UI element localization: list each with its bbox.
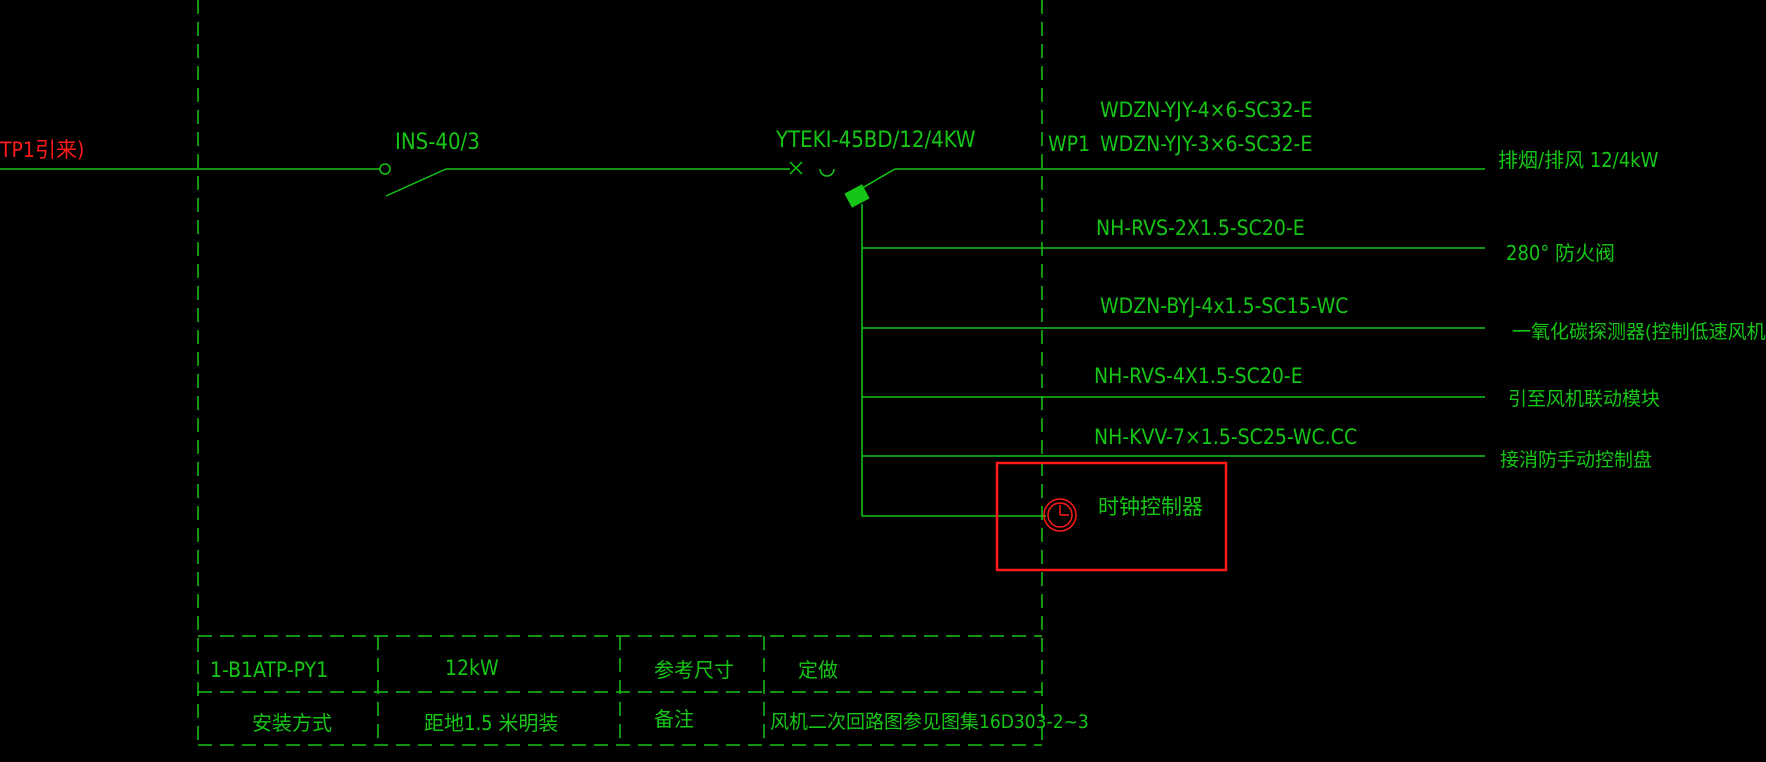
size-label: 参考尺寸 <box>654 658 734 682</box>
branch-load: 280° 防火阀 <box>1506 241 1615 265</box>
branch-load: 一氧化碳探测器(控制低速风机) <box>1512 321 1766 343</box>
branch-row: NH-RVS-4X1.5-SC20-E 引至风机联动模块 <box>1094 364 1660 410</box>
panel-power: 12kW <box>445 656 499 680</box>
branch-row: NH-RVS-2X1.5-SC20-E 280° 防火阀 <box>1096 216 1615 265</box>
main-cable-top: WDZN-YJY-4×6-SC32-E <box>1100 98 1312 122</box>
branch-load: 接消防手动控制盘 <box>1500 449 1652 471</box>
control-bus <box>861 204 1485 517</box>
isolating-switch-symbol <box>379 163 790 197</box>
note-value: 风机二次回路图参见图集16D303-2~3 <box>770 711 1089 733</box>
timer-label: 时钟控制器 <box>1098 495 1203 519</box>
clock-icon <box>1043 498 1077 532</box>
note-label: 备注 <box>654 707 694 731</box>
highlight-box <box>995 461 1228 572</box>
contactor-block <box>844 184 870 208</box>
breaker-symbol <box>789 161 1485 195</box>
branch-row: WDZN-BYJ-4x1.5-SC15-WC 一氧化碳探测器(控制低速风机) <box>1100 294 1766 343</box>
install-label: 安装方式 <box>252 711 332 735</box>
breaker-label: YTEKI-45BD/12/4KW <box>775 128 976 153</box>
branch-row: NH-KVV-7×1.5-SC25-WC.CC 接消防手动控制盘 <box>1094 425 1652 471</box>
main-cable-bottom: WDZN-YJY-3×6-SC32-E <box>1100 132 1312 156</box>
panel-id: 1-B1ATP-PY1 <box>210 658 328 682</box>
install-value: 距地1.5 米明装 <box>424 711 558 735</box>
branch-cable: NH-KVV-7×1.5-SC25-WC.CC <box>1094 425 1357 449</box>
switch-label: INS-40/3 <box>395 130 480 155</box>
branch-cable: NH-RVS-2X1.5-SC20-E <box>1096 216 1305 240</box>
incoming-label: TP1引来) <box>0 138 84 162</box>
branch-cable: WDZN-BYJ-4x1.5-SC15-WC <box>1100 294 1348 318</box>
branch-cable: NH-RVS-4X1.5-SC20-E <box>1094 364 1303 388</box>
size-value: 定做 <box>798 658 838 682</box>
circuit-id: WP1 <box>1048 132 1090 156</box>
main-load-label: 排烟/排风 12/4kW <box>1498 148 1659 172</box>
branch-load: 引至风机联动模块 <box>1508 388 1660 410</box>
panel-boundary <box>197 0 1043 746</box>
